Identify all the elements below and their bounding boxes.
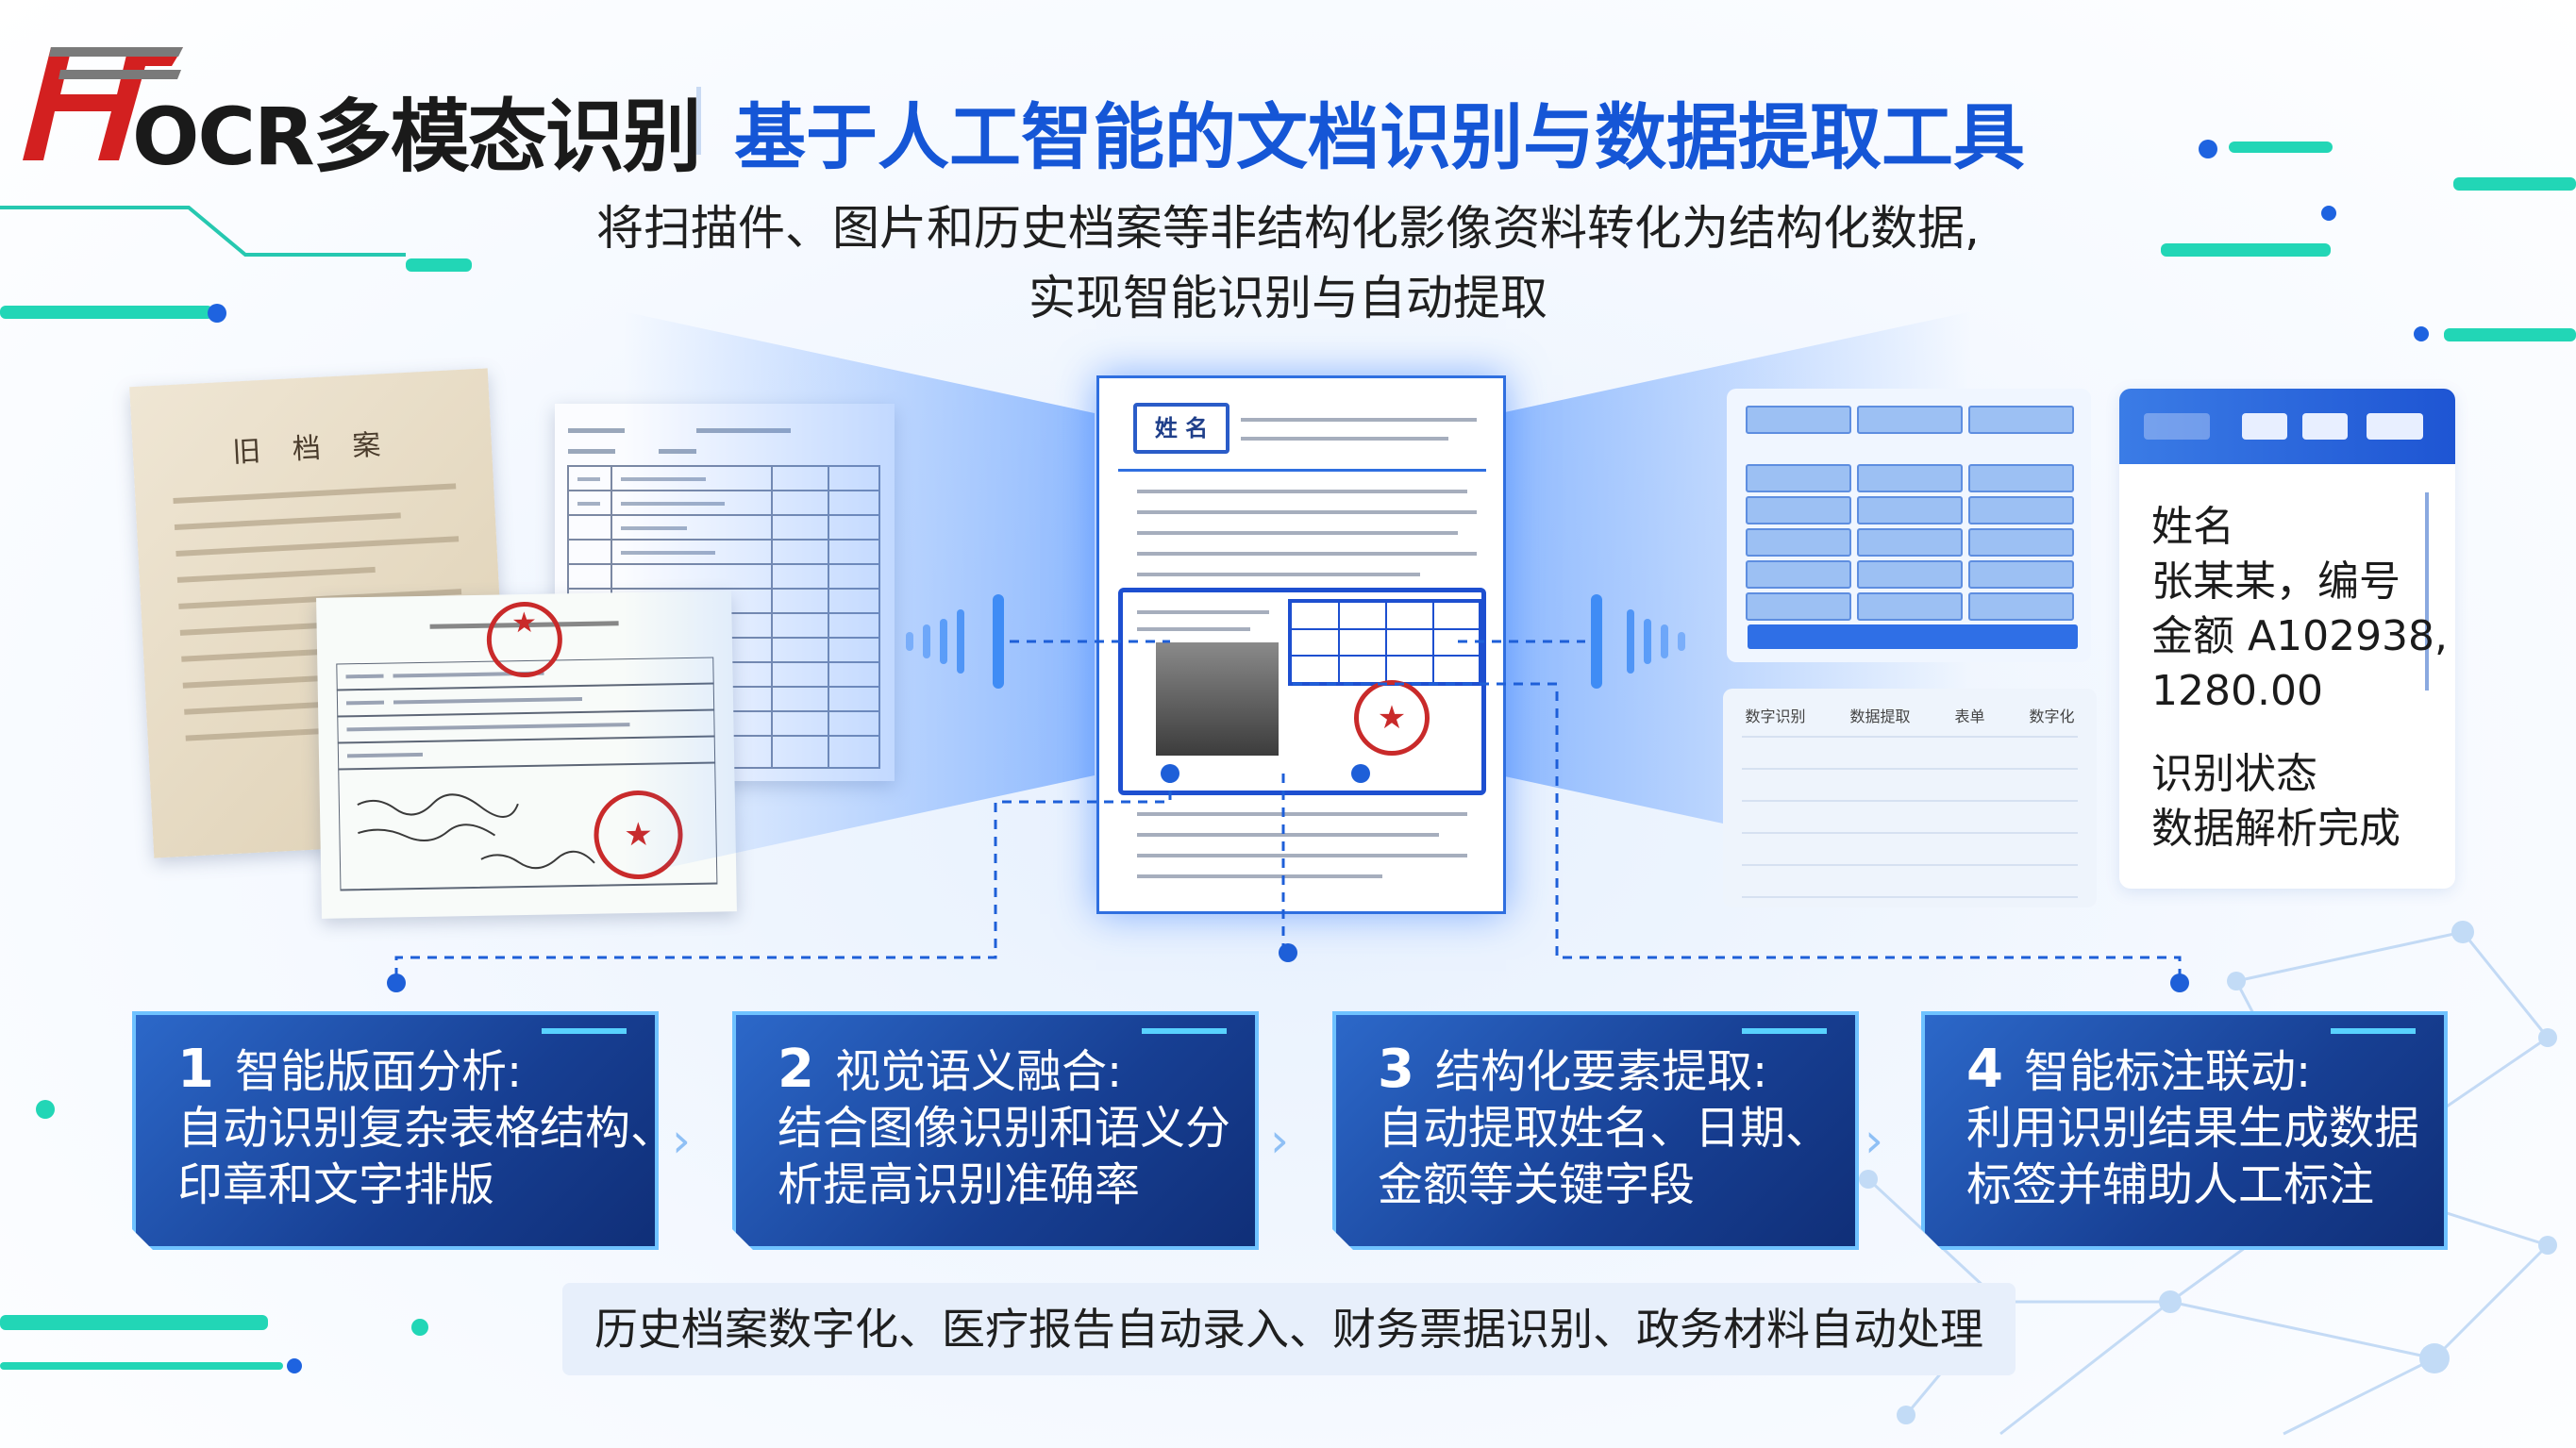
step-desc-line: 自动提取姓名、日期、 [1378, 1102, 1832, 1155]
audio-wave-icon [1591, 594, 1685, 689]
step-desc-line: 自动识别复杂表格结构、 [177, 1102, 677, 1155]
step-number: 3 [1378, 1039, 1414, 1100]
field-name-label: 姓名 [2151, 503, 2234, 551]
field-amount-value: 金额 A102938, [2151, 612, 2449, 660]
scan-beam-left [623, 311, 1095, 877]
step-title: 智能标注联动: [2023, 1045, 2312, 1098]
step-desc-line: 利用识别结果生成数据 [1966, 1102, 2420, 1155]
decor-dot [2414, 326, 2429, 341]
step-number: 2 [778, 1039, 814, 1100]
decor-dot [287, 1358, 302, 1373]
stats-table-panel: 数字识别 数据提取 表单 数字化 [1723, 689, 2097, 907]
step-title: 视觉语义融合: [834, 1045, 1123, 1098]
subtitle-line-2: 实现智能识别与自动提取 [1029, 271, 1547, 325]
card-header-bar [2119, 389, 2455, 464]
chevron-right-icon: › [1865, 1113, 1883, 1168]
stats-header-cell: 表单 [1954, 707, 1985, 725]
step-card-4: 4 智能标注联动: 利用识别结果生成数据 标签并辅助人工标注 [1921, 1011, 2448, 1250]
decor-line [0, 1362, 283, 1370]
decor-line [2453, 177, 2576, 191]
decor-line [2444, 328, 2576, 341]
step-decoration [1142, 1028, 1227, 1034]
logo-h-mark [23, 47, 183, 160]
step-card-3: 3 结构化要素提取: 自动提取姓名、日期、 金额等关键字段 [1332, 1011, 1859, 1250]
recognition-result-card: 姓名 张某某，编号 金额 A102938, 1280.00 识别状态 数据解析完… [2119, 389, 2455, 889]
title-separator [696, 87, 701, 155]
stats-header-cell: 数字识别 [1745, 707, 1806, 725]
field-amount-number: 1280.00 [2151, 667, 2323, 715]
card-text: 姓名 张某某，编号 金额 A102938, 1280.00 识别状态 数据解析完… [2151, 500, 2448, 857]
step-desc-line: 析提高识别准确率 [778, 1158, 1141, 1211]
brand-title: OCR多模态识别 [132, 91, 702, 183]
decor-dot [2321, 206, 2336, 221]
decor-line [406, 258, 472, 272]
seal-icon [1354, 680, 1430, 756]
subtitle-line-1: 将扫描件、图片和历史档案等非结构化影像资料转化为结构化数据, [596, 201, 1980, 256]
decor-circuit [0, 206, 406, 257]
document-photo [1156, 642, 1279, 756]
step-title: 结构化要素提取: [1434, 1045, 1768, 1098]
step-title: 智能版面分析: [234, 1045, 523, 1098]
stats-header: 数字识别 数据提取 表单 数字化 [1723, 704, 2097, 726]
field-name-value: 张某某，编号 [2151, 558, 2400, 606]
stats-header-cell: 数据提取 [1849, 707, 1911, 725]
step-decoration [542, 1028, 627, 1034]
decor-dot [411, 1319, 428, 1336]
decor-dot [2199, 140, 2217, 158]
status-value: 数据解析完成 [2151, 805, 2400, 853]
decor-dot [36, 1100, 55, 1119]
application-scenarios: 历史档案数字化、医疗报告自动录入、财务票据识别、政务材料自动处理 [562, 1283, 2016, 1375]
audio-wave-icon [906, 594, 1004, 689]
status-label: 识别状态 [2151, 750, 2317, 798]
step-desc-line: 结合图像识别和语义分 [778, 1102, 1231, 1155]
detection-box [1118, 588, 1486, 795]
decor-line [2161, 243, 2331, 257]
chevron-right-icon: › [672, 1113, 691, 1168]
decor-dot [208, 304, 226, 323]
decor-line [0, 1315, 268, 1330]
subtitle: 将扫描件、图片和历史档案等非结构化影像资料转化为结构化数据, 实现智能识别与自动… [0, 193, 2576, 333]
decor-line [0, 306, 213, 319]
scanned-document: 姓 名 [1096, 375, 1506, 914]
stats-header-cell: 数字化 [2029, 707, 2075, 725]
decor-line [2229, 141, 2333, 153]
card-separator [2425, 492, 2429, 691]
step-decoration [1742, 1028, 1827, 1034]
step-desc-line: 标签并辅助人工标注 [1966, 1158, 2375, 1211]
step-desc-line: 印章和文字排版 [177, 1158, 495, 1211]
step-number: 1 [177, 1039, 214, 1100]
step-card-2: 2 视觉语义融合: 结合图像识别和语义分 析提高识别准确率 [732, 1011, 1259, 1250]
structured-data-grid [1727, 389, 2091, 662]
step-decoration [2331, 1028, 2416, 1034]
main-title: 基于人工智能的文档识别与数据提取工具 [734, 95, 2025, 179]
chevron-right-icon: › [1270, 1113, 1289, 1168]
name-field-chip: 姓 名 [1133, 403, 1229, 454]
step-desc-line: 金额等关键字段 [1378, 1158, 1696, 1211]
table-grid-graphic [1292, 603, 1479, 682]
step-number: 4 [1966, 1039, 2003, 1100]
grid-footer-bar [1748, 624, 2078, 649]
